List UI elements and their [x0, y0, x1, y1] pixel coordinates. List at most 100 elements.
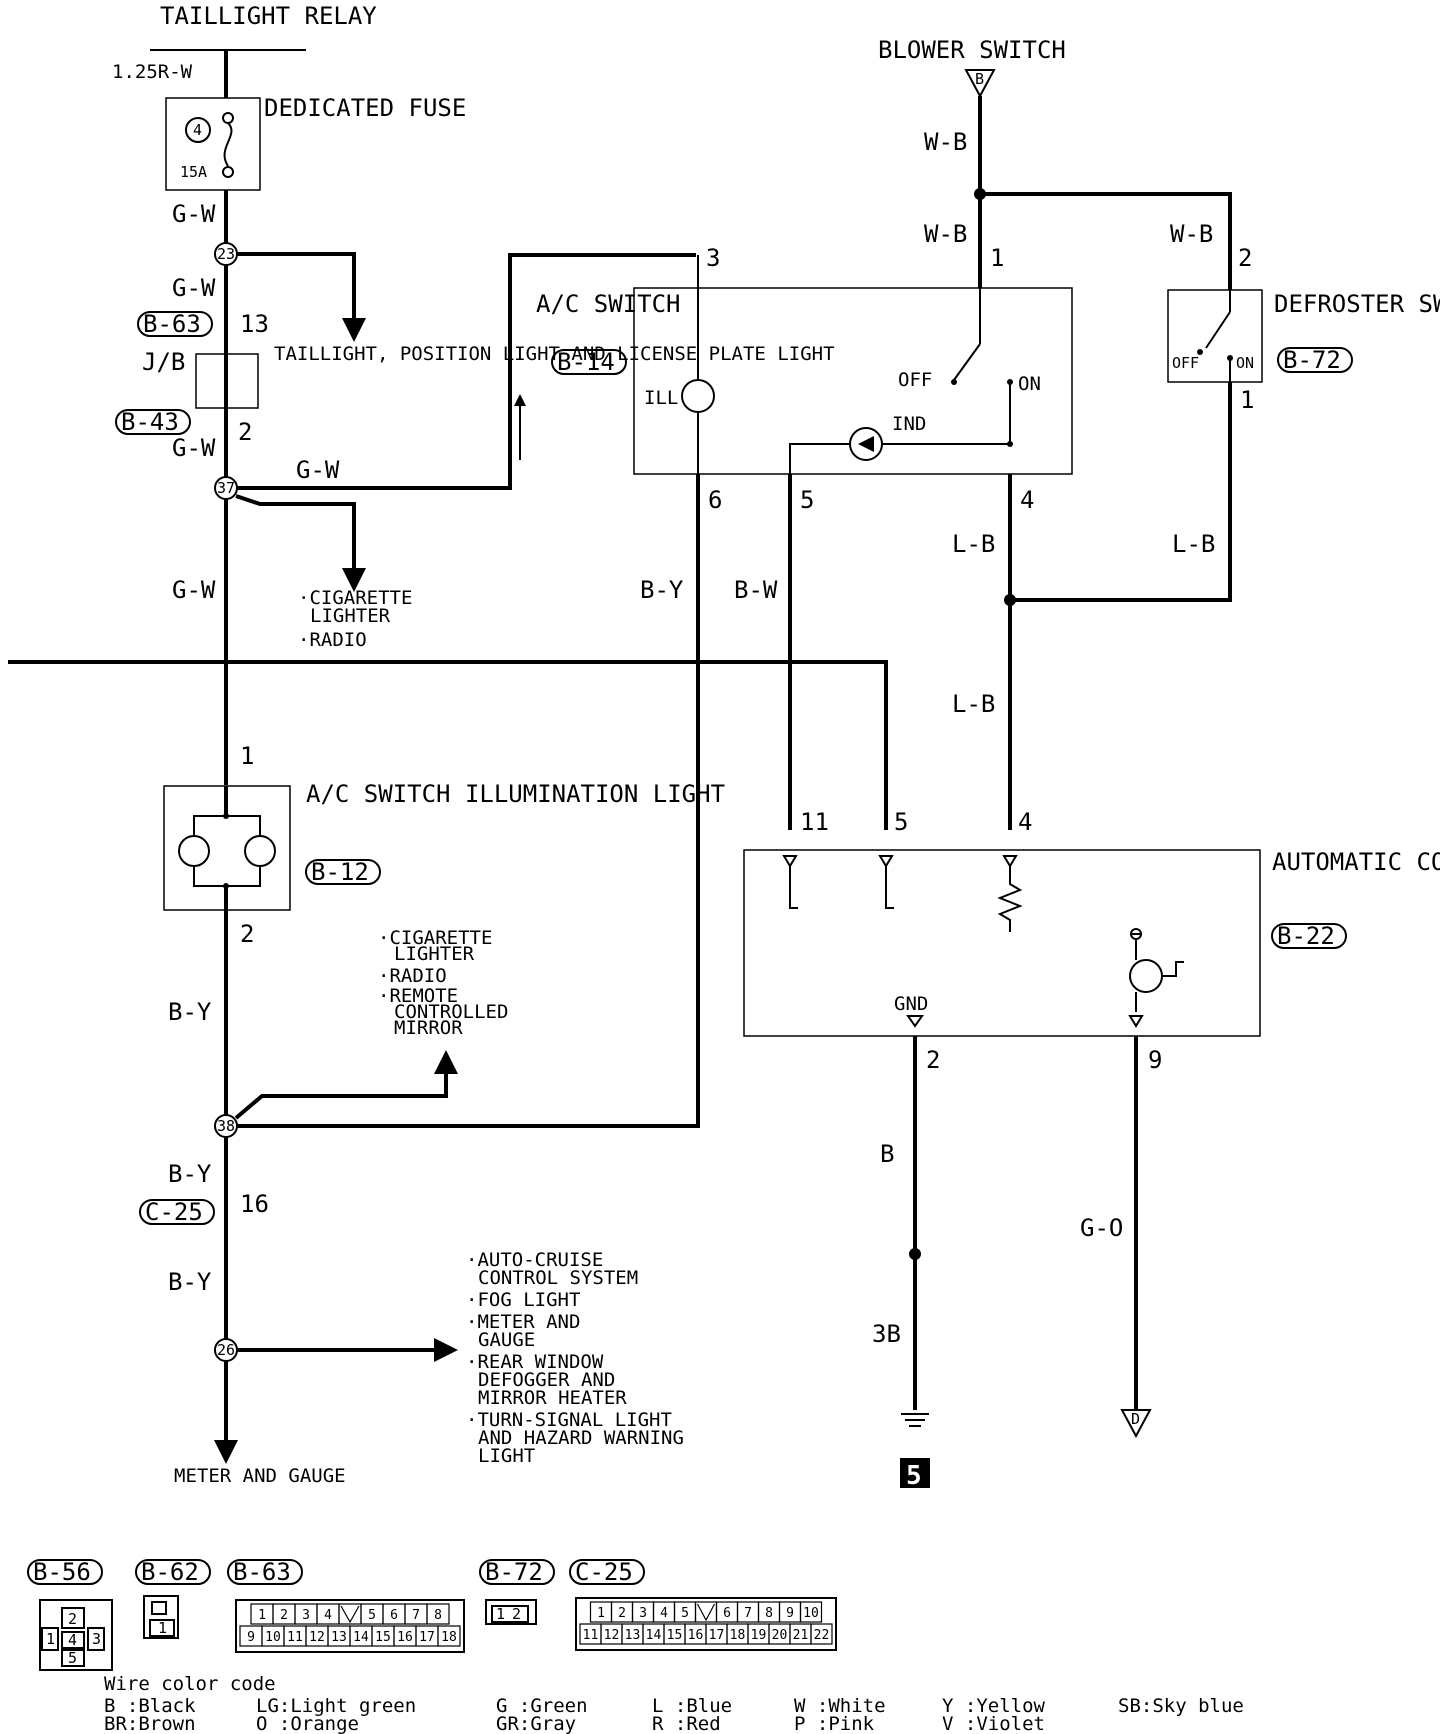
- ecm-label: AUTOMATIC COMPRESSOR -ECM: [1272, 848, 1440, 876]
- wire-37-branch: [235, 494, 366, 592]
- c25-pin: 8: [765, 1606, 773, 1621]
- connector-b22-label: B-22: [1277, 922, 1335, 950]
- c25-pin: 14: [646, 1628, 662, 1643]
- b63-pin: 9: [247, 1630, 255, 1645]
- def-off-label: OFF: [1172, 354, 1199, 372]
- legend-item: R :Red: [652, 1713, 721, 1734]
- connector-c25: C-25: [139, 1198, 215, 1226]
- legend-item: GR:Gray: [496, 1713, 576, 1734]
- face-b63-label: B-63: [233, 1558, 291, 1586]
- wire-label-gw-5: G-W: [172, 576, 216, 604]
- connector-b43: B-43: [115, 408, 191, 436]
- c25-pin: 12: [604, 1628, 620, 1643]
- b63-pin: 11: [287, 1630, 303, 1645]
- legend-title: Wire color code: [104, 1673, 276, 1695]
- branch1-item-3: ·RADIO: [298, 629, 367, 651]
- b72-pin-2: 2: [512, 1605, 521, 1623]
- b56-pin-3: 3: [92, 1630, 101, 1648]
- b63-pin: 8: [434, 1608, 442, 1623]
- taillight-relay-label: TAILLIGHT RELAY: [160, 2, 377, 30]
- def-on-label: ON: [1236, 354, 1254, 372]
- splice-ground: [909, 1248, 921, 1260]
- b63-pin: 10: [265, 1630, 281, 1645]
- junction-26-label: 26: [217, 1341, 235, 1359]
- b63-key-mark: [340, 1605, 360, 1624]
- pin-1-def: 1: [1240, 386, 1254, 414]
- legend-item: G :Green: [496, 1695, 588, 1717]
- jb-label: J/B: [142, 348, 185, 376]
- ac-illum-label: A/C SWITCH ILLUMINATION LIGHT: [306, 780, 725, 808]
- face-c25-label: C-25: [575, 1558, 633, 1586]
- ac-switch: A/C SWITCH B-14 3 ILL OFF ON IND: [536, 244, 1073, 475]
- c25-pin: 18: [730, 1628, 746, 1643]
- b56-pin-4: 4: [68, 1631, 77, 1649]
- face-b72: 1 2: [485, 1599, 537, 1625]
- b72-pin-1: 1: [496, 1605, 505, 1623]
- b63-pin: 12: [309, 1630, 325, 1645]
- wire-label-lb-1: L-B: [952, 530, 995, 558]
- ill-label: ILL: [644, 387, 678, 409]
- wire-38-branch: [234, 1050, 458, 1120]
- pin-5: 5: [800, 486, 814, 514]
- on-label: ON: [1018, 373, 1041, 395]
- junction-37-label: 37: [217, 479, 235, 497]
- branch3-item-1: ·AUTO-CRUISE: [466, 1249, 603, 1271]
- c25-pin: 5: [681, 1606, 689, 1621]
- connector-b43-label: B-43: [121, 408, 179, 436]
- c25-pin: 9: [786, 1606, 794, 1621]
- blower-switch-label: BLOWER SWITCH: [878, 36, 1066, 64]
- c25-pin: 20: [772, 1628, 788, 1643]
- splice-lb: [1004, 594, 1016, 606]
- connector-b63: B-63: [137, 310, 213, 338]
- b62-pin-1: 1: [158, 1619, 167, 1637]
- c25-cell: [799, 1601, 823, 1623]
- c25-pin: 4: [660, 1606, 668, 1621]
- wire-label-wb-1: W-B: [924, 128, 967, 156]
- b63-pin: 4: [324, 1608, 332, 1623]
- connector-b14-label: B-14: [557, 348, 615, 376]
- legend-item: B :Black: [104, 1695, 196, 1717]
- wire-label-lb-2: L-B: [1172, 530, 1215, 558]
- junction-26: 26: [214, 1338, 238, 1362]
- blower-switch: BLOWER SWITCH B: [878, 36, 1066, 99]
- junction-37: 37: [214, 476, 238, 500]
- fuse-label: DEDICATED FUSE: [264, 94, 466, 122]
- b63-pin: 14: [353, 1630, 369, 1645]
- b56-pin-1: 1: [46, 1630, 55, 1648]
- pin-3: 3: [706, 244, 720, 272]
- face-b62-label: B-62: [141, 1558, 199, 1586]
- b63-cell: [426, 1603, 450, 1625]
- pin-4: 4: [1020, 486, 1034, 514]
- junction-38: 38: [214, 1114, 238, 1138]
- wire-label-go: G-O: [1080, 1214, 1123, 1242]
- wire-label-by-3: B-Y: [168, 1268, 212, 1296]
- b56-pin-5: 5: [68, 1649, 77, 1667]
- branch2-item-4: ·REMOTE: [378, 985, 458, 1007]
- branch3-item-11: LIGHT: [478, 1445, 535, 1467]
- c25-pin: 7: [744, 1606, 752, 1621]
- wire-37-to-acswitch: [237, 253, 696, 490]
- branch2-item-6: MIRROR: [394, 1017, 463, 1039]
- connector-b63-label: B-63: [143, 310, 201, 338]
- b63-pin: 18: [441, 1630, 457, 1645]
- wire-label-bw: B-W: [734, 576, 778, 604]
- face-b56-label: B-56: [33, 1558, 91, 1586]
- wire-label-gw-2: G-W: [172, 274, 216, 302]
- wire-to-defroster: [980, 192, 1232, 290]
- branch-list-2: ·CIGARETTE LIGHTER ·RADIO ·REMOTE CONTRO…: [378, 927, 508, 1039]
- legend-item: O :Orange: [256, 1713, 359, 1734]
- pin-2-illum: 2: [240, 920, 254, 948]
- wire-label-lb-3: L-B: [952, 690, 995, 718]
- wire-label-gw-1: G-W: [172, 200, 216, 228]
- c25-pin: 15: [667, 1628, 683, 1643]
- pin-2a: 2: [238, 418, 252, 446]
- b63-pin: 1: [258, 1608, 266, 1623]
- branch3-item-9: ·TURN-SIGNAL LIGHT: [466, 1409, 672, 1431]
- meter-gauge-label: METER AND GAUGE: [174, 1465, 346, 1487]
- wire-label-gw-4: G-W: [296, 456, 340, 484]
- b63-pin: 5: [368, 1608, 376, 1623]
- c25-pin: 17: [709, 1628, 725, 1643]
- c25-pin: 10: [803, 1606, 819, 1621]
- relay-wire-label: 1.25R-W: [112, 61, 193, 83]
